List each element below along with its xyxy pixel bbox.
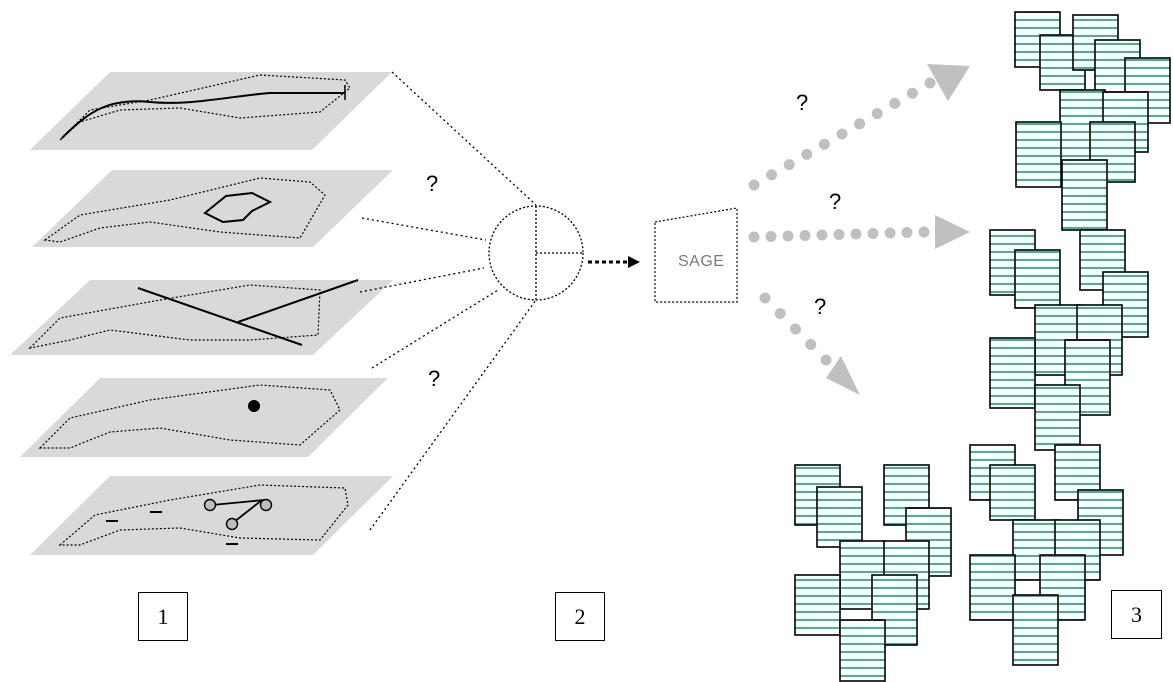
layer-connectors (359, 71, 537, 531)
document-sheet (969, 554, 1016, 621)
question-mark-top: ? (426, 171, 439, 196)
merge-circle (488, 205, 584, 301)
panel-label-2: 2 (555, 592, 605, 641)
layer-crossing-lines (10, 279, 393, 355)
output-arrow-upper (748, 64, 970, 191)
layer-line-feature (30, 72, 392, 150)
layer-network-feature (30, 476, 393, 555)
panel-label-1: 1 (138, 592, 188, 641)
question-mark-bottom: ? (428, 366, 441, 391)
document-sheet (1014, 249, 1061, 309)
question-mark-upper-arrow: ? (796, 90, 809, 115)
point-feature-dot (248, 400, 260, 412)
layer-point-feature (20, 378, 388, 457)
document-sheet (1015, 121, 1062, 188)
map-layers-stack (10, 72, 393, 555)
document-sheet (989, 464, 1036, 521)
question-mark-middle-arrow: ? (829, 189, 842, 214)
document-sheet (1034, 384, 1081, 451)
layer-polygon-feature (32, 170, 393, 247)
document-sheet (1061, 159, 1108, 231)
document-sheet (1089, 121, 1136, 183)
arrow-to-sage (588, 256, 640, 268)
document-sheet (989, 337, 1036, 409)
question-mark-lower-arrow: ? (814, 294, 827, 319)
sage-label: SAGE (678, 253, 725, 270)
panel-label-3: 3 (1111, 590, 1162, 639)
sage-box (654, 207, 738, 303)
document-sheet (1012, 594, 1059, 666)
document-stacks (794, 11, 1171, 682)
output-arrow-lower (759, 292, 860, 395)
output-arrow-middle (748, 215, 970, 249)
document-sheet (816, 486, 863, 548)
document-sheet (839, 619, 886, 682)
document-sheet (794, 574, 841, 636)
